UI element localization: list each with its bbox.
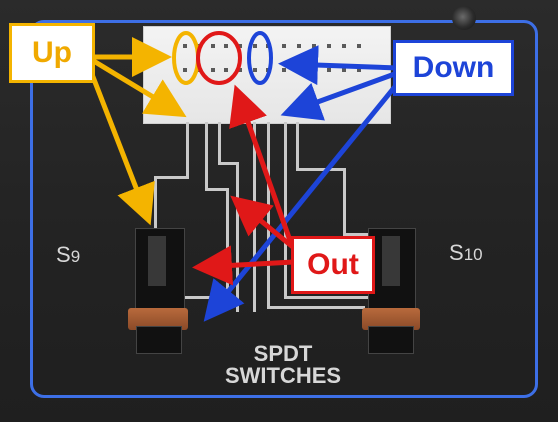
- s9-label-main: S: [56, 242, 71, 267]
- spdt-label-line1: SPDT: [253, 341, 313, 366]
- trace: [296, 168, 346, 171]
- trace: [154, 176, 189, 179]
- trace: [186, 122, 189, 177]
- trace: [284, 296, 380, 299]
- trace: [296, 122, 299, 170]
- trace: [218, 162, 238, 165]
- up-arrows: [85, 37, 187, 226]
- switch-s9-body: [136, 326, 182, 354]
- up-pin-highlight: [172, 31, 200, 85]
- board-outline: [30, 20, 538, 398]
- trace: [218, 122, 221, 164]
- switch-s10-lever: [382, 236, 400, 286]
- trace: [284, 122, 287, 298]
- up-label: Up: [9, 23, 95, 83]
- trace: [226, 188, 229, 298]
- down-arrows: [203, 45, 404, 322]
- s10-label-main: S: [449, 240, 464, 265]
- s9-label-sub: 9: [70, 247, 81, 266]
- trace: [205, 188, 229, 191]
- s9-label: S9: [56, 242, 80, 268]
- spdt-switches-label: SPDT SWITCHES: [210, 343, 356, 387]
- switch-s9-nut: [128, 308, 188, 330]
- out-label: Out: [291, 236, 375, 294]
- down-label: Down: [393, 40, 514, 96]
- trace: [267, 306, 365, 309]
- s10-label: S10: [449, 240, 483, 266]
- switch-s10-nut: [362, 308, 420, 330]
- down-pin-highlight: [247, 31, 273, 85]
- out-arrows: [192, 84, 296, 286]
- trace: [205, 122, 208, 190]
- screw: [452, 6, 476, 30]
- trace: [343, 233, 383, 236]
- trace: [343, 168, 346, 236]
- s10-label-sub: 10: [463, 245, 483, 264]
- switch-s10-body: [368, 326, 414, 354]
- out-pin-highlight: [196, 31, 242, 85]
- switch-s9-lever: [148, 236, 166, 286]
- trace: [236, 162, 239, 312]
- trace: [154, 176, 157, 236]
- spdt-label-line2: SWITCHES: [224, 363, 342, 388]
